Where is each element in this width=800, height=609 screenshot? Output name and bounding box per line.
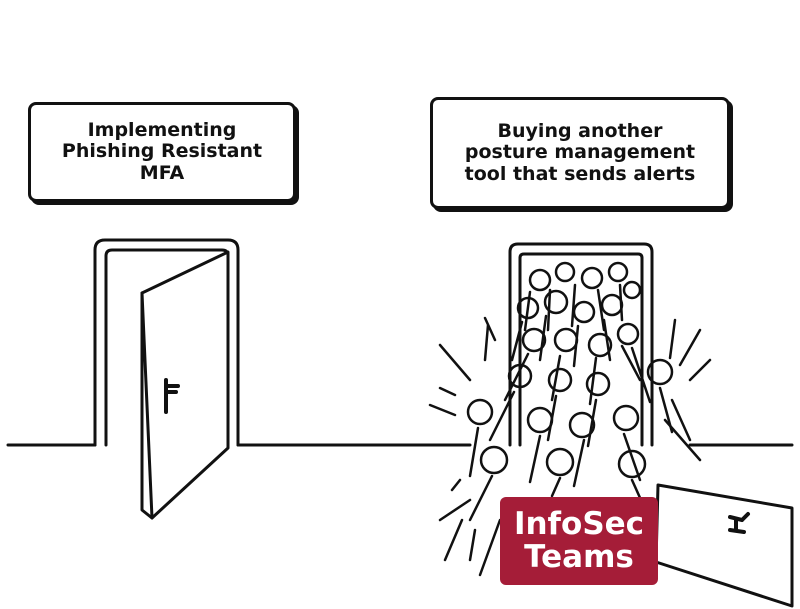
- right-door-handle: [728, 512, 750, 534]
- right-door-panel: [654, 483, 794, 608]
- sign-right: Buying another posture management tool t…: [430, 97, 730, 209]
- infosec-teams-badge: InfoSec Teams: [500, 497, 658, 585]
- sign-left: Implementing Phishing Resistant MFA: [28, 102, 296, 202]
- right-door-frame: [508, 242, 654, 447]
- left-door-frame: [93, 238, 240, 447]
- left-door-panel: [140, 250, 230, 520]
- left-door-handle: [164, 378, 180, 414]
- crowd: [428, 261, 712, 577]
